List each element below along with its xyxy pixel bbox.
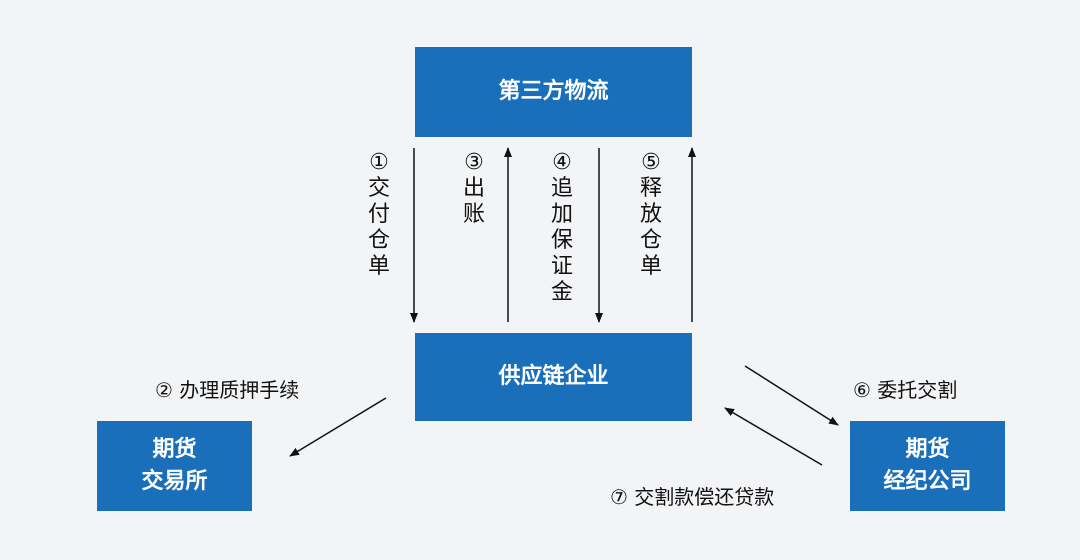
node-futures-broker: 期货 经纪公司 [850,421,1005,511]
node-futures-exchange: 期货 交易所 [97,421,252,511]
node-label: 期货 [152,437,197,462]
step-text: 追加保证金 [550,176,573,305]
step-number: ③ [464,150,484,175]
arrow-repay-loan [724,407,823,466]
step-text: 交付仓单 [367,176,390,279]
arrow-entrust-delivery [744,365,839,426]
node-label: 经纪公司 [883,469,972,494]
step-number: ① [369,150,389,175]
node-label: 第三方物流 [498,79,609,104]
node-label: 供应链企业 [498,364,609,389]
node-third-party-logistics: 第三方物流 [415,47,692,137]
label-pledge: ② 办理质押手续 [155,378,300,402]
label-repay-loan: ⑦ 交割款偿还贷款 [610,485,775,509]
node-label: 交易所 [141,469,208,494]
step-text: 出账 [462,176,485,227]
node-label: 期货 [905,437,950,462]
arrow-pledge [289,397,387,457]
node-supply-chain-enterprise: 供应链企业 [415,333,692,421]
step-text: 释放仓单 [639,176,662,279]
step-number: ④ [552,150,572,175]
label-entrust-delivery: ⑥ 委托交割 [853,378,958,402]
step-number: ⑤ [641,150,661,175]
